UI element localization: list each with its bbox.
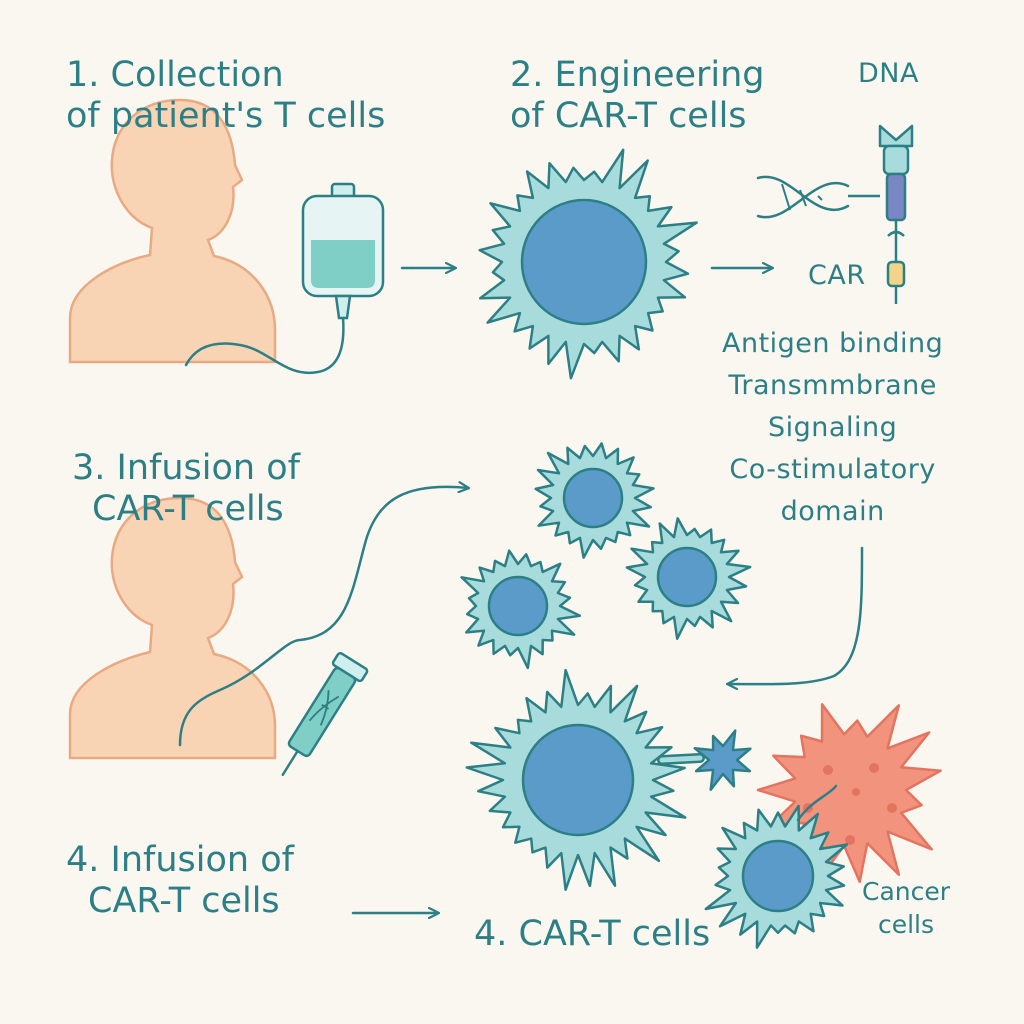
domain-co-stimulatory: Co-stimulatory	[729, 454, 936, 486]
syringe-icon	[281, 651, 369, 777]
car-t-cell-icon	[704, 784, 849, 949]
engineered-t-cell-icon	[478, 148, 698, 380]
patient-1-person-icon	[68, 98, 277, 364]
car-receptor-icon	[657, 729, 752, 791]
patient-2-person-icon	[68, 496, 277, 760]
car-t-cells-label: 4. CAR-T cells	[474, 914, 711, 954]
domain-signaling: Signaling	[768, 412, 898, 444]
iv-bag-icon	[184, 182, 385, 375]
expanded-t-cell-icon	[460, 549, 582, 670]
domain-transmembrane: Transmmbrane	[728, 370, 937, 402]
car-label: CAR	[808, 260, 866, 291]
infusion-line-arrow	[178, 487, 468, 747]
dna-label: DNA	[858, 58, 919, 89]
expanded-t-cell-icon	[534, 442, 655, 559]
car-domains-list: Antigen binding Transmmbrane Signaling C…	[722, 323, 943, 534]
arrow-construct-to-cart	[728, 546, 864, 684]
dna-car-construct-icon	[756, 124, 914, 304]
car-t-cell-icon	[465, 668, 687, 891]
domain-word: domain	[780, 496, 885, 528]
domain-antigen-binding: Antigen binding	[722, 328, 944, 359]
expanded-t-cell-icon	[625, 517, 752, 640]
